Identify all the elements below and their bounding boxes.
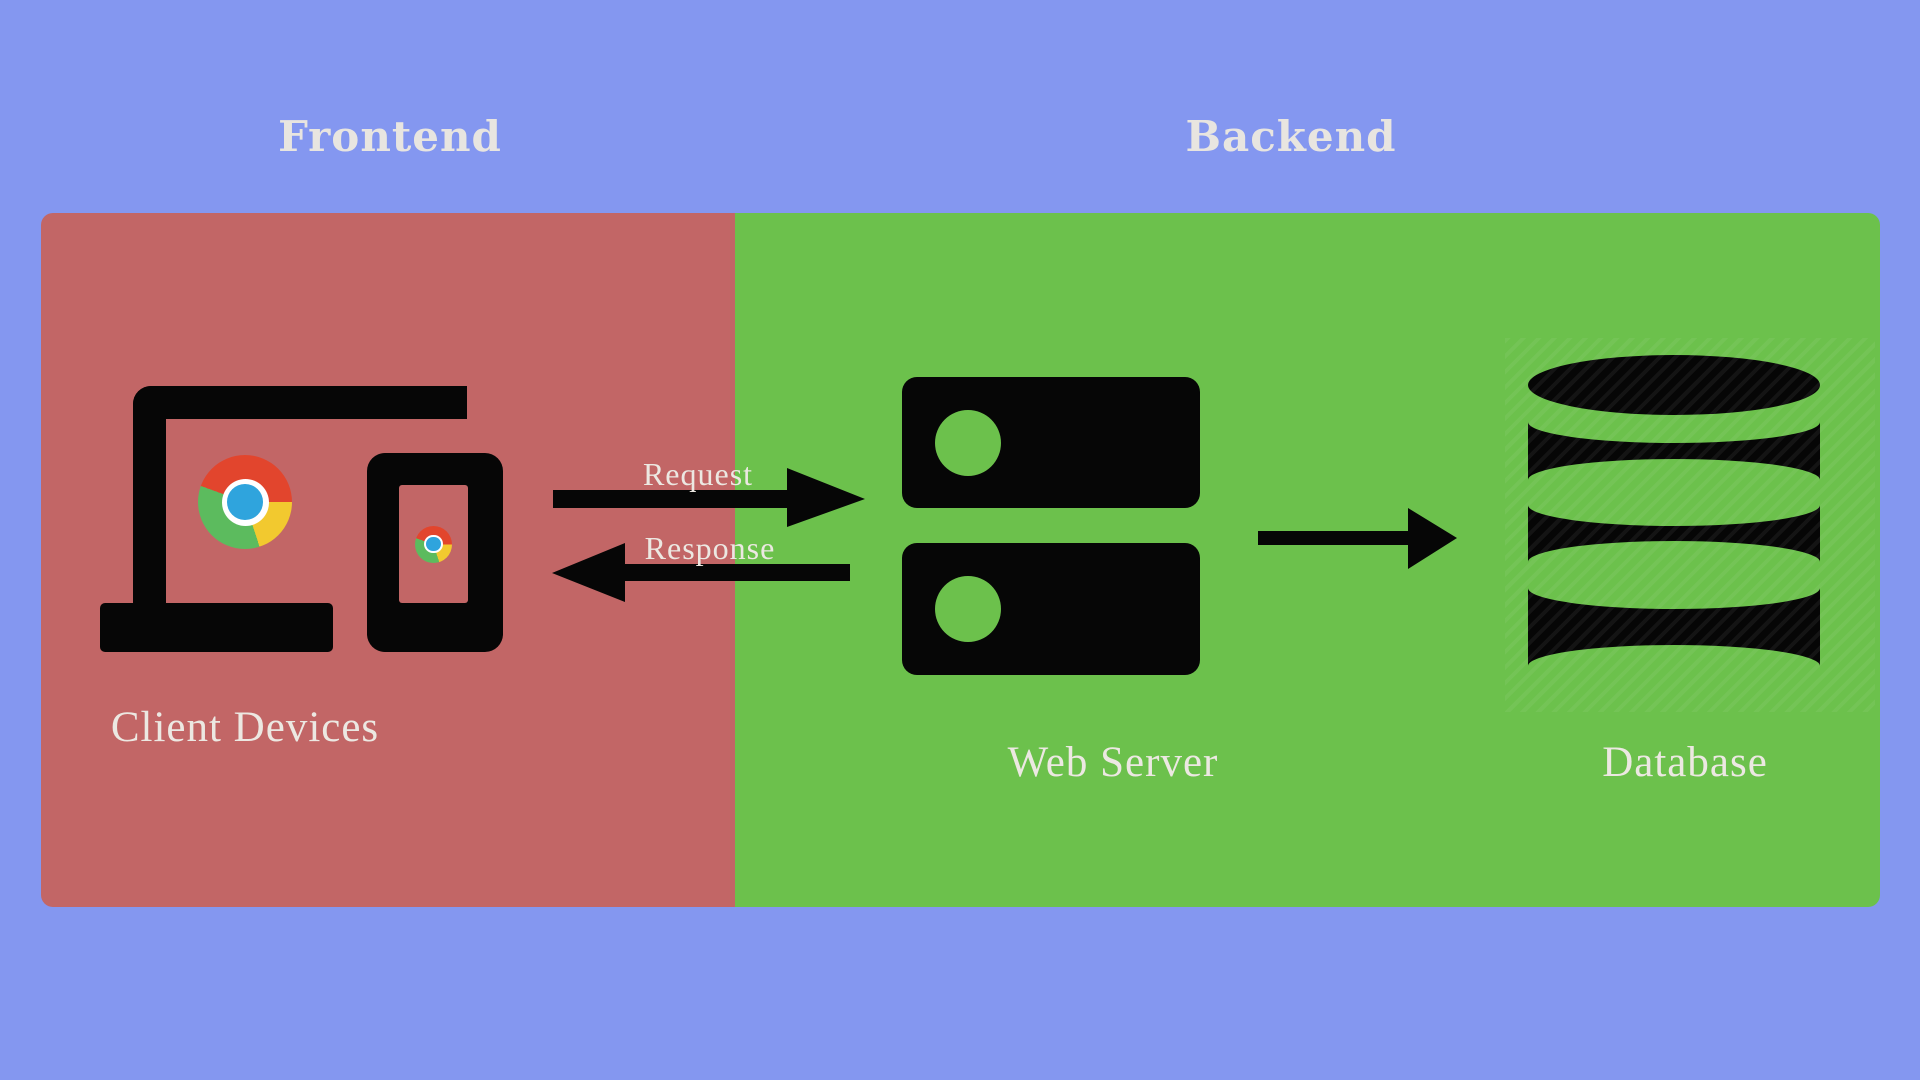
chrome-blue-center — [426, 536, 441, 552]
server-unit-top — [902, 377, 1200, 508]
response-arrow-label: Response — [644, 530, 776, 566]
database-label: Database — [1602, 739, 1768, 786]
chrome-browser-icon — [198, 455, 292, 549]
chrome-browser-icon-small — [415, 525, 452, 563]
client-devices-label: Client Devices — [110, 704, 380, 751]
frontend-section-title: Frontend — [278, 112, 502, 161]
phone-icon — [367, 453, 503, 652]
server-indicator-circle — [935, 576, 1001, 642]
chrome-blue-center — [227, 484, 263, 520]
server-indicator-circle — [935, 410, 1001, 476]
database-cylinder-icon — [1528, 355, 1820, 666]
database-icon — [1505, 338, 1875, 712]
request-arrow-label: Request — [642, 456, 754, 492]
laptop-base — [100, 603, 333, 652]
phone-screen — [399, 485, 468, 603]
server-unit-bottom — [902, 543, 1200, 675]
laptop-side-bar — [133, 386, 166, 603]
database-hatch-texture — [1505, 338, 1875, 712]
laptop-icon — [133, 386, 467, 419]
backend-section-title: Backend — [1185, 112, 1397, 161]
web-server-label: Web Server — [1007, 739, 1219, 786]
